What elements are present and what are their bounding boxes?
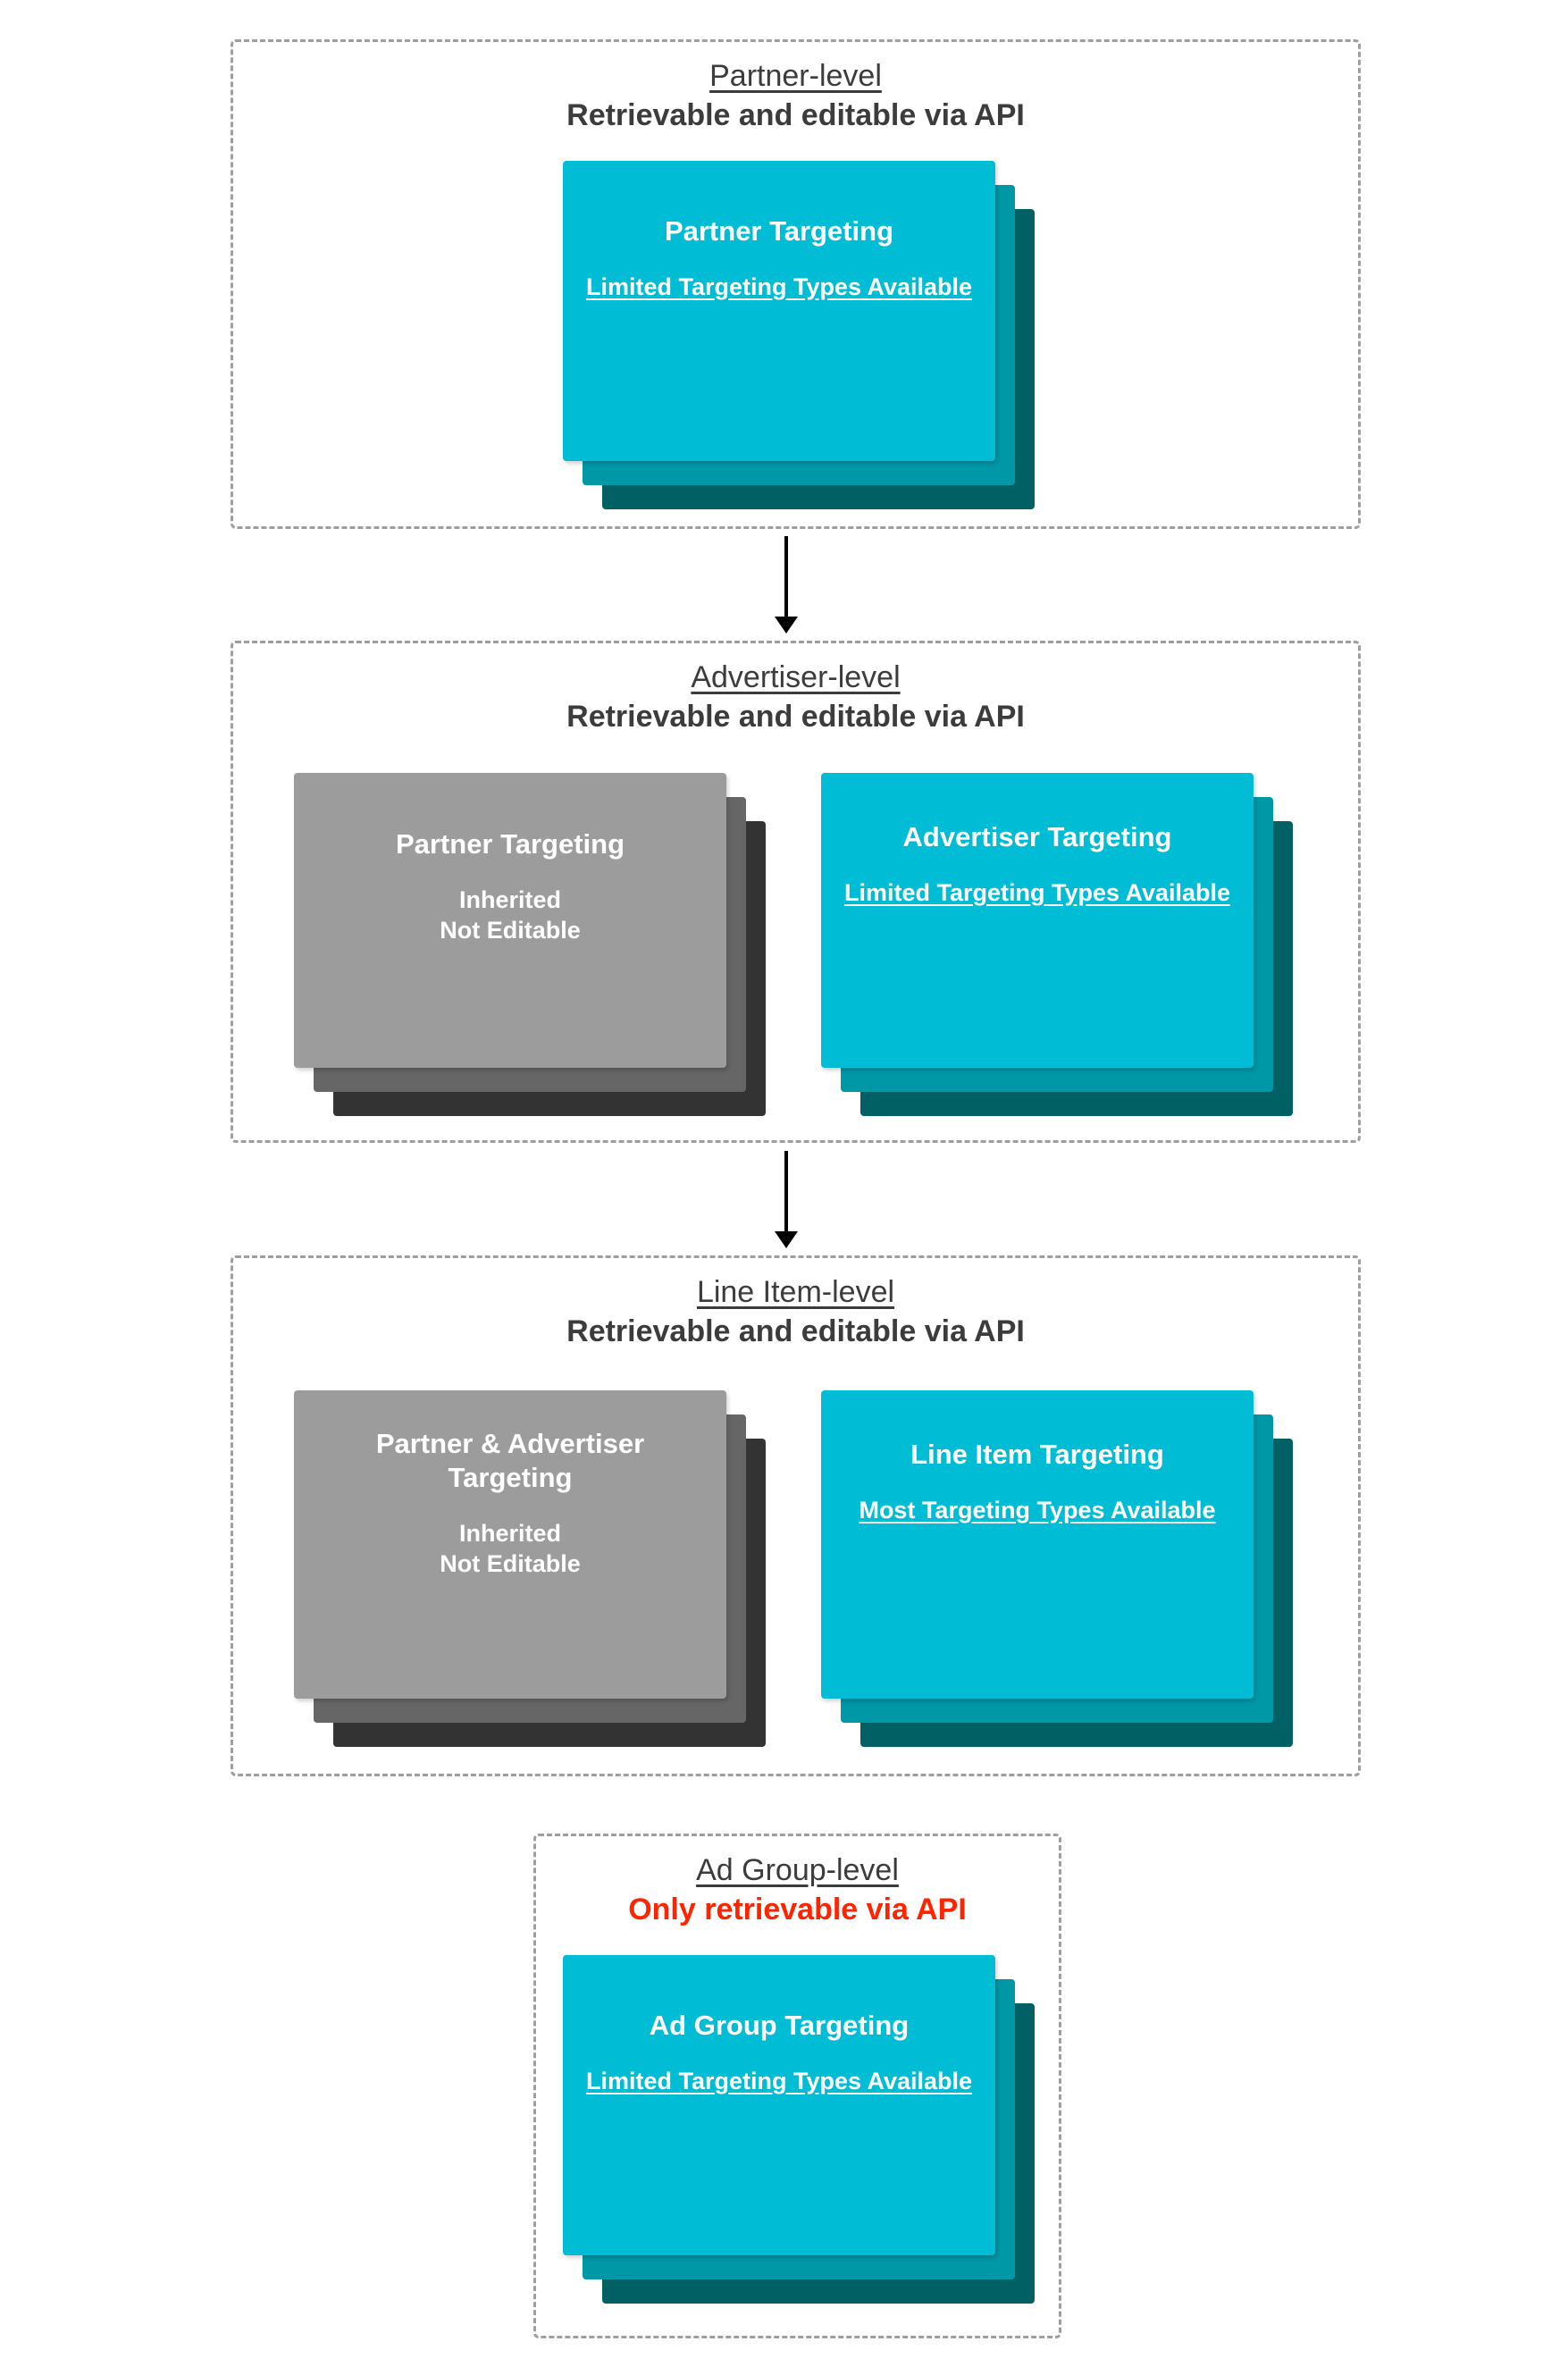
card-text-block: Partner Targeting Limited Targeting Type… [563, 214, 995, 302]
level-subtitle-line-item: Retrievable and editable via API [566, 1314, 1025, 1349]
card-title: Partner Targeting [395, 828, 625, 860]
card-title: Line Item Targeting [910, 1439, 1164, 1470]
card-text-block: Partner Targeting Inherited Not Editable [294, 827, 726, 945]
card-layer-front[interactable]: Partner Targeting Limited Targeting Type… [563, 161, 995, 461]
connector-shaft [784, 536, 788, 618]
card-stack-line-item-targeting[interactable]: Line Item Targeting Most Targeting Types… [821, 1390, 1295, 1748]
card-layer-front[interactable]: Line Item Targeting Most Targeting Types… [821, 1390, 1254, 1699]
level-box-partner: Partner-level Retrievable and editable v… [231, 39, 1361, 529]
card-title: Partner Targeting [664, 215, 894, 247]
connector-arrowhead [775, 617, 798, 634]
card-title: Ad Group Targeting [649, 2010, 910, 2041]
card-text-block: Advertiser Targeting Limited Targeting T… [821, 820, 1254, 908]
level-heading-partner: Partner-level Retrievable and editable v… [233, 58, 1358, 133]
card-note: Limited Targeting Types Available [585, 2067, 973, 2094]
card-text-block: Ad Group Targeting Limited Targeting Typ… [563, 2009, 995, 2096]
level-box-line-item: Line Item-level Retrievable and editable… [231, 1255, 1361, 1776]
connector-shaft [784, 1151, 788, 1233]
connector-partner-to-advertiser [768, 536, 804, 634]
level-heading-ad-group: Ad Group-level Only retrievable via API [536, 1852, 1059, 1927]
card-layer-front[interactable]: Ad Group Targeting Limited Targeting Typ… [563, 1955, 995, 2255]
card-note: Most Targeting Types Available [859, 1496, 1216, 1523]
level-title-ad-group: Ad Group-level [696, 1853, 899, 1887]
card-title: Partner & Advertiser Targeting [375, 1428, 645, 1493]
level-subtitle-ad-group: Only retrievable via API [628, 1893, 967, 1927]
card-stack-inherited-partner-targeting[interactable]: Partner Targeting Inherited Not Editable [294, 773, 767, 1116]
card-stack-partner-targeting[interactable]: Partner Targeting Limited Targeting Type… [563, 161, 1036, 509]
card-note: Inherited Not Editable [440, 886, 581, 944]
card-text-block: Line Item Targeting Most Targeting Types… [821, 1438, 1254, 1525]
level-heading-line-item: Line Item-level Retrievable and editable… [233, 1274, 1358, 1349]
card-layer-front[interactable]: Partner & Advertiser Targeting Inherited… [294, 1390, 726, 1699]
level-title-advertiser: Advertiser-level [691, 660, 901, 694]
connector-arrowhead [775, 1231, 798, 1248]
card-layer-front[interactable]: Advertiser Targeting Limited Targeting T… [821, 773, 1254, 1068]
card-text-block: Partner & Advertiser Targeting Inherited… [294, 1427, 726, 1579]
level-subtitle-advertiser: Retrievable and editable via API [566, 700, 1025, 734]
level-box-advertiser: Advertiser-level Retrievable and editabl… [231, 641, 1361, 1143]
card-note: Limited Targeting Types Available [585, 273, 973, 300]
level-subtitle-partner: Retrievable and editable via API [566, 98, 1025, 133]
card-note: Inherited Not Editable [440, 1519, 581, 1577]
level-box-ad-group: Ad Group-level Only retrievable via API … [533, 1834, 1061, 2338]
card-stack-advertiser-targeting[interactable]: Advertiser Targeting Limited Targeting T… [821, 773, 1295, 1116]
level-heading-advertiser: Advertiser-level Retrievable and editabl… [233, 659, 1358, 734]
card-stack-ad-group-targeting[interactable]: Ad Group Targeting Limited Targeting Typ… [563, 1955, 1036, 2304]
card-note: Limited Targeting Types Available [843, 878, 1231, 906]
card-stack-inherited-partner-advertiser-targeting[interactable]: Partner & Advertiser Targeting Inherited… [294, 1390, 767, 1748]
connector-advertiser-to-line-item [768, 1151, 804, 1249]
level-title-line-item: Line Item-level [696, 1275, 895, 1309]
level-title-partner: Partner-level [709, 59, 882, 93]
card-title: Advertiser Targeting [902, 821, 1172, 852]
card-layer-front[interactable]: Partner Targeting Inherited Not Editable [294, 773, 726, 1068]
